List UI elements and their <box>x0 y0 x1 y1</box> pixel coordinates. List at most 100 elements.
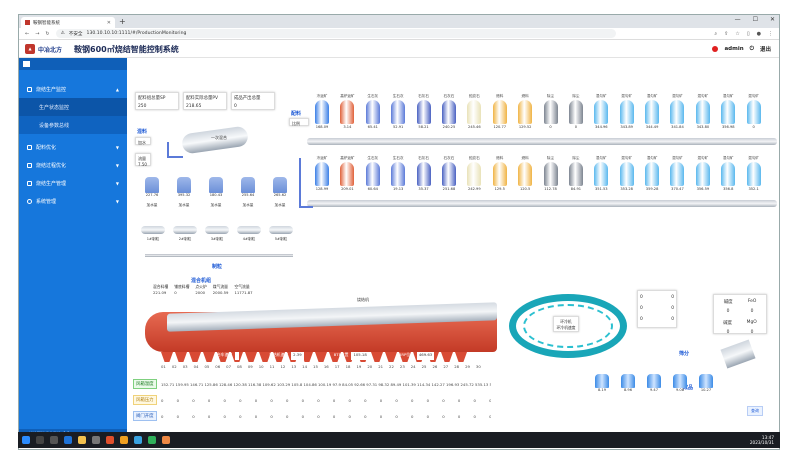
back-icon[interactable]: ← <box>25 30 30 37</box>
app4-icon[interactable] <box>134 436 142 444</box>
bin-tank <box>441 100 456 124</box>
tank-value: 52.91 <box>393 125 404 129</box>
share-icon[interactable]: ⇪ <box>724 30 729 37</box>
label-screen: 筛分 <box>679 351 690 357</box>
close-window-icon[interactable]: ✕ <box>769 16 775 23</box>
bin-shape <box>595 374 609 388</box>
table-row: 阀门开度 0 0 0 0 0 0 0 0 0 0 0 0 0 0 0 0 0 0… <box>133 410 493 422</box>
profile-icon[interactable]: ● <box>756 30 761 37</box>
windbox <box>371 352 383 362</box>
windbox-number: 11 <box>269 364 275 369</box>
bin-tank <box>492 100 507 124</box>
tank-name: 蛇纹石 <box>468 94 480 98</box>
tank-name: 混匀矿 <box>722 94 734 98</box>
sidebar-toggle[interactable] <box>19 58 127 70</box>
sidebar-icon[interactable]: ▯ <box>746 30 750 37</box>
app3-icon[interactable] <box>120 436 128 444</box>
folder-icon[interactable] <box>78 436 86 444</box>
process-icon <box>27 162 32 168</box>
maximize-icon[interactable]: ☐ <box>752 16 758 23</box>
query-button[interactable]: 查询 <box>747 406 763 416</box>
tank-value: 112.78 <box>544 187 557 191</box>
sidebar-item-monitor[interactable]: 烧结生产监控▲ <box>19 80 127 98</box>
bin-value: 9.08 <box>675 388 684 392</box>
windbox <box>189 352 201 362</box>
search-icon[interactable] <box>36 436 44 444</box>
ring-cooler-inner <box>523 304 613 348</box>
system-clock[interactable]: 13:47 2023/10/31 <box>749 435 774 445</box>
reload-icon[interactable]: ↻ <box>45 30 50 37</box>
summary-card-output: 成品产出总量 0 <box>231 92 275 110</box>
sidebar-item-system[interactable]: 系统管理▼ <box>19 192 127 210</box>
label-combine: 混合机组 <box>191 278 212 284</box>
app5-icon[interactable] <box>148 436 156 444</box>
tank-value: 245.46 <box>468 125 481 129</box>
product-bin: 10.27 <box>699 374 713 404</box>
windbox-number: 22 <box>389 364 394 369</box>
mixer-label: 4#制粒 <box>242 237 256 241</box>
mid-feed-pipe <box>299 158 313 208</box>
chrome-icon[interactable] <box>162 436 170 444</box>
windbox-number: 16 <box>323 364 329 369</box>
windows-start-icon[interactable] <box>22 436 30 444</box>
tank-value: 120.77 <box>493 125 507 129</box>
new-tab-icon[interactable]: + <box>119 17 126 26</box>
chevron-down-icon: ▼ <box>115 198 119 204</box>
username[interactable]: admin <box>724 46 744 52</box>
main-content: 配料组总量SP 250 配料实际总量PV 218.65 成品产出总量 0 配料 … <box>127 58 779 439</box>
sinter-readout-label: BRP位置 <box>398 352 414 357</box>
sidebar-item-status[interactable]: 生产状态监控 <box>19 98 127 116</box>
sidebar-item-params[interactable]: 设备参数总线 <box>19 116 127 134</box>
edge-icon[interactable] <box>64 436 72 444</box>
app2-icon[interactable] <box>106 436 114 444</box>
sidebar-item-batch[interactable]: 配料优化▼ <box>19 138 127 156</box>
zoom-icon[interactable]: ⌕ <box>714 30 718 37</box>
tank-value: 343.80 <box>696 125 710 129</box>
url-input[interactable]: ⚠ 不安全 130.10.10.10:1111/#/ProductionMoni… <box>55 29 616 38</box>
bin-tank <box>365 162 380 186</box>
taskview-icon[interactable] <box>50 436 58 444</box>
tank-value: 343.89 <box>620 125 633 129</box>
bin-tank <box>543 100 558 124</box>
browser-tab[interactable]: 鞍钢智能系统 ✕ <box>21 17 115 28</box>
tank-value: 0 <box>574 125 578 129</box>
tank-value: 3.14 <box>343 125 352 129</box>
sidebar-item-process[interactable]: 烧结过程优化▼ <box>19 156 127 174</box>
bin-tank <box>619 162 634 186</box>
sidebar-item-manage[interactable]: 烧结生产管理▼ <box>19 174 127 192</box>
notification-icon[interactable] <box>712 46 719 52</box>
logout-icon[interactable]: ⏻ <box>749 45 754 52</box>
app-icon[interactable] <box>92 436 100 444</box>
tank-value: 0 <box>752 125 755 129</box>
close-tab-icon[interactable]: ✕ <box>106 19 111 26</box>
star-icon[interactable]: ☆ <box>735 30 740 37</box>
minimize-icon[interactable]: — <box>734 16 741 23</box>
bin-tank <box>645 100 660 124</box>
user-icon <box>27 198 32 204</box>
forward-icon[interactable]: → <box>35 30 40 37</box>
bin-tank <box>695 100 710 124</box>
windbox <box>385 352 397 362</box>
os-taskbar: 13:47 2023/10/31 <box>18 432 780 448</box>
label-finish: 成品 <box>683 385 694 391</box>
tank-name: 蛇纹石 <box>468 156 480 160</box>
logout-link[interactable]: 退出 <box>759 47 771 53</box>
tank-value: 58.21 <box>418 125 429 129</box>
menu-icon[interactable]: ⋮ <box>768 30 773 37</box>
windbox <box>203 352 215 362</box>
monitor-icon <box>27 86 32 92</box>
bin-tank <box>518 162 533 186</box>
sinter-label: 烧结机 <box>357 297 369 302</box>
